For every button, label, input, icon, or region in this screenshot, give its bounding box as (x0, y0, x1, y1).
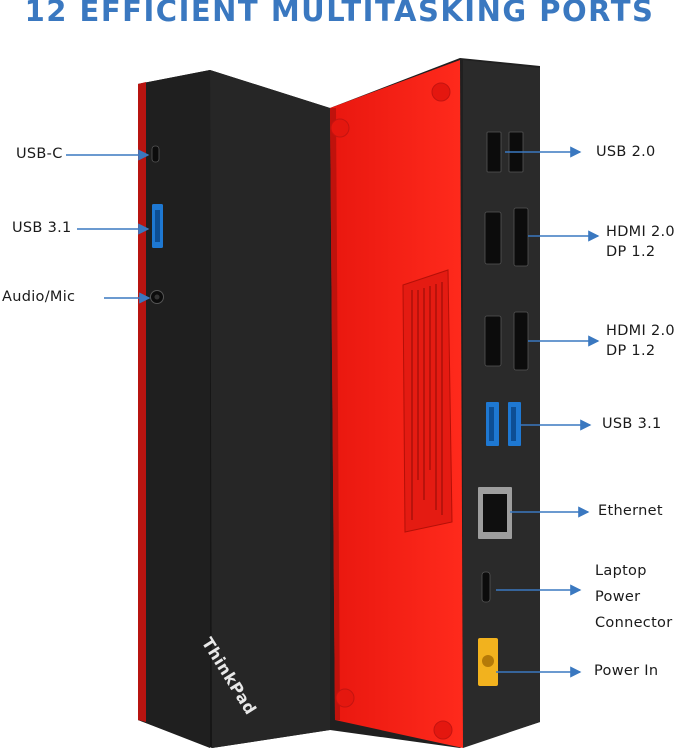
label-hdmi2: HDMI 2.0 DP 1.2 (606, 321, 675, 361)
dock-left-face (138, 70, 330, 748)
label-usb31-right: USB 3.1 (602, 416, 662, 432)
label-audio-mic: Audio/Mic (2, 289, 76, 305)
label-hdmi2-line1: HDMI 2.0 (606, 323, 675, 339)
label-laptop-line1: Laptop (595, 563, 647, 579)
label-hdmi2-line2: DP 1.2 (606, 343, 656, 359)
label-usb20: USB 2.0 (596, 144, 656, 160)
label-usb-c: USB-C (16, 146, 63, 162)
label-laptop-line2: Power (595, 589, 641, 605)
page-title: 12 EFFICIENT MULTITASKING PORTS (24, 0, 655, 28)
right-ports (478, 131, 529, 686)
label-hdmi1-line2: DP 1.2 (606, 244, 656, 260)
label-ethernet: Ethernet (598, 503, 663, 519)
left-ports (150, 145, 164, 304)
label-hdmi1: HDMI 2.0 DP 1.2 (606, 222, 675, 262)
callout-arrows (66, 146, 600, 678)
label-laptop-line3: Connector (595, 615, 673, 631)
label-hdmi1-line1: HDMI 2.0 (606, 224, 675, 240)
label-usb31-left: USB 3.1 (12, 220, 72, 236)
label-power-in: Power In (594, 663, 659, 679)
label-laptop-power: Laptop Power Connector (595, 558, 673, 636)
